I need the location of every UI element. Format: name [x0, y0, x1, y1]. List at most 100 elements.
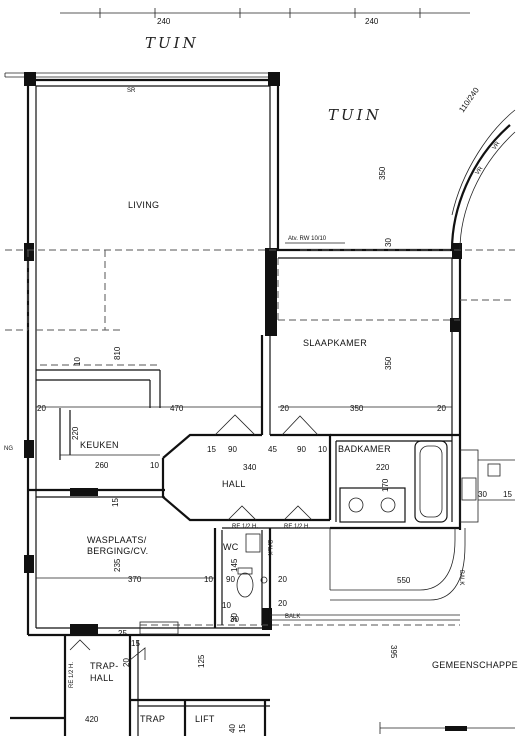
- re-label-3: RE 1/2 H.: [69, 662, 75, 688]
- dim-370: 370: [128, 575, 142, 584]
- wc-label: WC: [223, 542, 239, 552]
- atv-label: Atv. RW 10/10: [288, 236, 327, 242]
- pillar: [24, 440, 34, 458]
- dim-10-keuken: 10: [73, 357, 82, 366]
- dim-30-wc-bottom: 30: [230, 615, 239, 624]
- arc-dimension: 110/240: [457, 85, 481, 114]
- double-sink: [339, 487, 406, 523]
- dim-340: 340: [243, 463, 257, 472]
- bottom-scale-mark: [379, 722, 515, 734]
- meter-box: [139, 621, 179, 635]
- common-area: [270, 528, 466, 621]
- dim-20-trap: 20: [122, 658, 131, 667]
- dim-240-top-left: 240: [157, 17, 171, 26]
- dim-30-bad: 30: [478, 490, 487, 499]
- dim-240-top-right: 240: [365, 17, 379, 26]
- pillar: [24, 243, 34, 261]
- terrace-line: SR: [4, 72, 275, 94]
- dim-810: 810: [113, 346, 122, 360]
- dim-20-wc: 20: [278, 575, 287, 584]
- dim-15-trap: 15: [131, 639, 140, 648]
- toilet-bowl: [236, 572, 254, 598]
- kitchen-counter: [36, 369, 161, 460]
- trap-label: TRAP: [140, 714, 165, 724]
- dim-20-slaap-right: 20: [437, 404, 446, 413]
- dim-350-slaap: 350: [350, 404, 364, 413]
- pillar: [452, 243, 462, 259]
- dim-15-hall: 15: [207, 445, 216, 454]
- hall-label: HALL: [222, 479, 246, 489]
- curved-terrace: VR VR 110/240: [450, 85, 516, 251]
- pillar: [262, 608, 272, 630]
- dim-220-bad: 220: [376, 463, 390, 472]
- dim-90-wc: 90: [226, 575, 235, 584]
- dim-220-keuken: 220: [71, 426, 80, 440]
- dim-395: 395: [389, 645, 398, 659]
- balk-label-wc: BALK: [266, 540, 272, 555]
- slaapkamer-label: SLAAPKAMER: [303, 338, 367, 348]
- dim-20-wc2: 20: [278, 599, 287, 608]
- tuin-top-label: TUIN: [145, 34, 199, 52]
- dim-10-was: 10: [204, 575, 213, 584]
- traphall-label-2: HALL: [90, 673, 114, 683]
- structural-pillars: [24, 72, 462, 634]
- dim-10-wc: 10: [222, 601, 231, 610]
- dim-40: 40: [228, 724, 237, 733]
- dim-15-was: 15: [111, 498, 120, 507]
- sr-label: SR: [127, 88, 136, 94]
- dim-30-wc: 30: [230, 613, 239, 622]
- dim-20-slaap-left: 20: [280, 404, 289, 413]
- bathtub: [414, 440, 448, 523]
- dim-20-left: 20: [37, 404, 46, 413]
- pillar: [265, 248, 277, 336]
- outer-walls: [26, 78, 462, 637]
- dim-550: 550: [397, 576, 411, 585]
- stair-lift-area: [10, 621, 270, 736]
- tuin-right-label: TUIN: [328, 106, 382, 124]
- dim-45: 45: [268, 445, 277, 454]
- traphall-label-1: TRAP-: [90, 661, 119, 671]
- pillar: [70, 624, 98, 634]
- dim-10-bad: 10: [318, 445, 327, 454]
- dim-10-hall: 10: [150, 461, 159, 470]
- exterior-right-box: [459, 449, 515, 523]
- dim-90-hall-a: 90: [228, 445, 237, 454]
- badkamer-walls: [330, 433, 460, 530]
- dim-125: 125: [197, 654, 206, 668]
- lift-label: LIFT: [195, 714, 215, 724]
- ng-label: NG: [4, 446, 13, 452]
- wc-walls: [213, 528, 272, 628]
- balk-label-right: BALK: [458, 570, 464, 585]
- wc-sink: [245, 533, 261, 553]
- dim-260: 260: [95, 461, 109, 470]
- dim-15-bad: 15: [503, 490, 512, 499]
- dim-145: 145: [230, 558, 239, 572]
- vr-label-1: VR: [475, 165, 485, 176]
- dim-30-top: 30: [384, 238, 393, 247]
- wc-fixture: [260, 576, 268, 584]
- wasplaats-label-1: WASPLAATS/: [87, 535, 147, 545]
- dim-350-slaap-vert: 350: [384, 356, 393, 370]
- dim-90-hall-b: 90: [297, 445, 306, 454]
- sink-basin: [380, 497, 396, 513]
- re-label-2: RE 1/2 H.: [284, 524, 310, 530]
- sink-basin: [348, 497, 364, 513]
- pillar: [70, 488, 98, 496]
- dim-350-tuin: 350: [378, 166, 387, 180]
- gemeenschappe-label: GEMEENSCHAPPE: [432, 660, 518, 670]
- vr-label-2: VR: [492, 140, 502, 151]
- dim-470: 470: [170, 404, 184, 413]
- keuken-label: KEUKEN: [80, 440, 119, 450]
- dim-235: 235: [113, 558, 122, 572]
- balk-label-bottom: BALK: [285, 614, 300, 620]
- wasplaats-label-2: BERGING/CV.: [87, 546, 148, 556]
- pillar: [24, 555, 34, 573]
- pillar: [268, 72, 280, 86]
- hall-walls: [161, 335, 332, 529]
- dim-420: 420: [85, 715, 99, 724]
- living-label: LIVING: [128, 200, 159, 210]
- pillar: [450, 318, 460, 332]
- dim-15-lift: 15: [238, 724, 247, 733]
- dim-170: 170: [381, 478, 390, 492]
